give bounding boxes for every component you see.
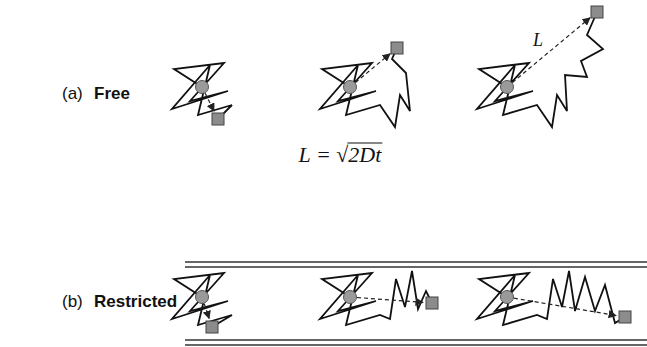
start-point bbox=[196, 291, 209, 304]
start-point bbox=[196, 81, 209, 94]
panel-letter: (a) bbox=[62, 84, 83, 104]
walk-path bbox=[477, 271, 625, 325]
walk-path bbox=[172, 63, 232, 119]
random-walk bbox=[320, 271, 438, 325]
walk-path bbox=[477, 12, 603, 127]
end-point bbox=[619, 311, 631, 323]
channel-wall bbox=[185, 344, 647, 346]
random-walk bbox=[320, 42, 410, 127]
end-point bbox=[391, 42, 403, 54]
formula: L = √2Dt bbox=[299, 142, 382, 168]
random-walk bbox=[477, 6, 603, 127]
displacement-arrow bbox=[507, 297, 616, 315]
length-label: L bbox=[533, 30, 543, 51]
random-walk bbox=[172, 273, 232, 333]
channel-wall bbox=[185, 339, 647, 341]
walk-path bbox=[320, 271, 432, 325]
start-point bbox=[344, 291, 357, 304]
walk-path bbox=[172, 273, 232, 327]
channel-wall bbox=[185, 261, 647, 263]
start-point bbox=[501, 291, 514, 304]
channel-wall bbox=[185, 266, 647, 268]
panel-title: Free bbox=[94, 84, 130, 104]
displacement-arrow bbox=[350, 54, 390, 87]
end-point bbox=[426, 297, 438, 309]
displacement-arrow bbox=[350, 297, 423, 302]
panel-title: Restricted bbox=[94, 292, 177, 312]
panel-letter: (b) bbox=[62, 292, 83, 312]
random-walk bbox=[172, 63, 232, 125]
displacement-arrow bbox=[507, 18, 590, 87]
end-point bbox=[212, 113, 224, 125]
start-point bbox=[344, 81, 357, 94]
start-point bbox=[501, 81, 514, 94]
end-point bbox=[591, 6, 603, 18]
end-point bbox=[206, 321, 218, 333]
walk-path bbox=[320, 48, 410, 127]
random-walk bbox=[477, 271, 631, 325]
